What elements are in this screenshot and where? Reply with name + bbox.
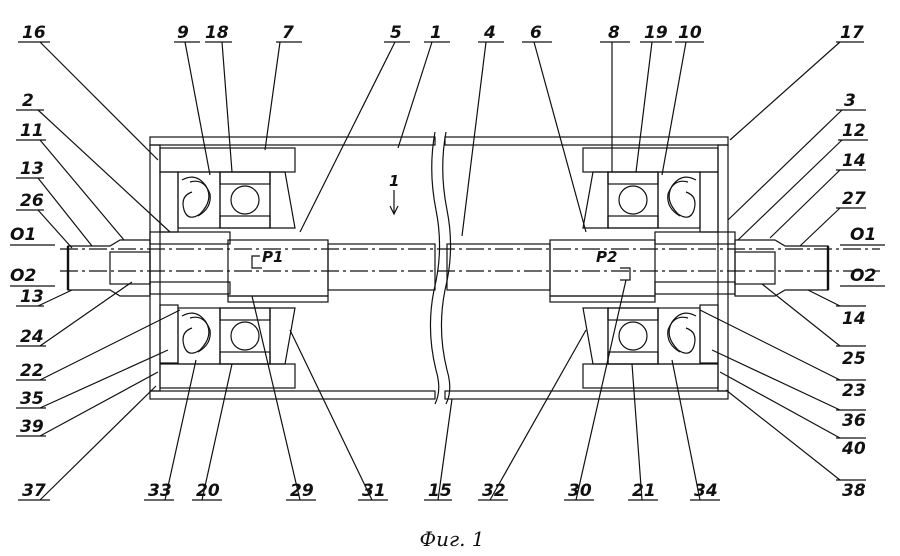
- axis-lines: [10, 190, 885, 287]
- label-40: 40: [841, 439, 866, 459]
- label-38: 38: [842, 481, 866, 501]
- label-11: 11: [20, 121, 44, 141]
- label-34: 34: [694, 481, 718, 501]
- label-8: 8: [608, 23, 620, 43]
- label-33: 33: [148, 481, 172, 501]
- label-16: 16: [22, 23, 46, 43]
- label-7: 7: [282, 23, 294, 43]
- symbol-o1-right: O1: [850, 225, 876, 245]
- figure-caption: Фиг. 1: [419, 527, 484, 551]
- label-3: 3: [844, 91, 856, 111]
- label-19: 19: [644, 23, 668, 43]
- label-36: 36: [842, 411, 866, 431]
- left-bearing-housing: [149, 144, 296, 392]
- outer-tube: [149, 131, 729, 405]
- symbol-o2-left: O2: [10, 266, 36, 286]
- label-39: 39: [20, 417, 44, 437]
- label-12: 12: [842, 121, 866, 141]
- label-14-bottom: 14: [842, 309, 866, 329]
- label-p2: P2: [596, 248, 617, 266]
- label-35: 35: [20, 389, 44, 409]
- label-p1: P1: [262, 248, 283, 266]
- label-22: 22: [20, 361, 44, 381]
- label-13-top: 13: [20, 159, 44, 179]
- label-26: 26: [20, 191, 44, 211]
- label-23: 23: [842, 381, 866, 401]
- label-37: 37: [22, 481, 46, 501]
- label-24: 24: [20, 327, 44, 347]
- label-32: 32: [482, 481, 506, 501]
- label-5: 5: [390, 23, 402, 43]
- label-15: 15: [428, 481, 452, 501]
- right-bearing-housing: [582, 144, 729, 392]
- label-9: 9: [177, 23, 189, 43]
- symbol-o2-right: O2: [850, 266, 876, 286]
- label-1: 1: [430, 23, 442, 43]
- label-1-inside: 1: [389, 172, 399, 190]
- leader-lines: [16, 41, 868, 501]
- label-10: 10: [678, 23, 702, 43]
- label-31: 31: [362, 481, 386, 501]
- label-25: 25: [842, 349, 866, 369]
- reference-labels: 16 9 18 7 5 1 4 6 8 19 10 17 2 11 13 26 …: [10, 23, 876, 501]
- label-2: 2: [22, 91, 34, 111]
- label-29: 29: [290, 481, 314, 501]
- label-27: 27: [842, 189, 866, 209]
- label-17: 17: [840, 23, 864, 43]
- label-20: 20: [196, 481, 220, 501]
- shafts: [66, 231, 830, 303]
- label-4: 4: [483, 23, 496, 43]
- label-30: 30: [568, 481, 592, 501]
- label-18: 18: [205, 23, 229, 43]
- label-6: 6: [530, 23, 542, 43]
- label-14-top: 14: [842, 151, 866, 171]
- symbol-o1-left: O1: [10, 225, 36, 245]
- label-13-bottom: 13: [20, 287, 44, 307]
- label-21: 21: [632, 481, 656, 501]
